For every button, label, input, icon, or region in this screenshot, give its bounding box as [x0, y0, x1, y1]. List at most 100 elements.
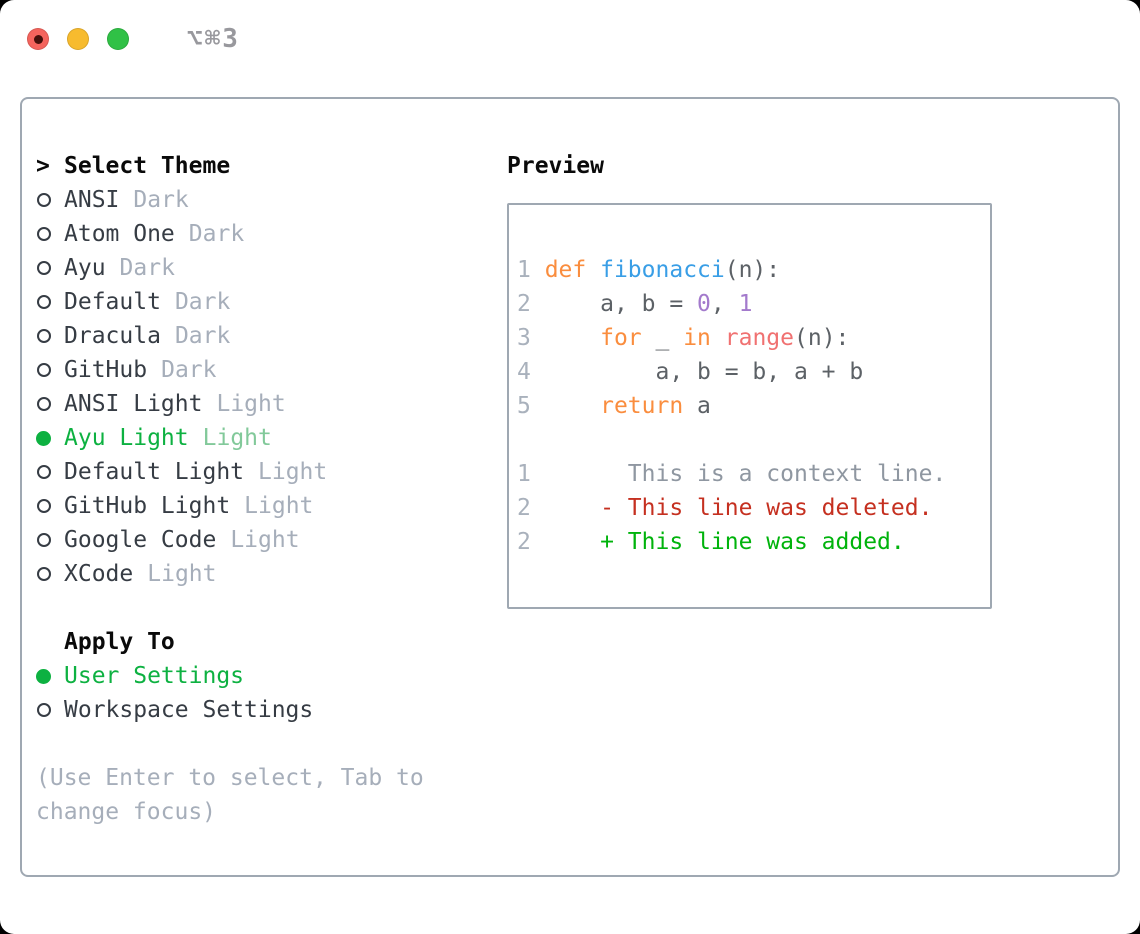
code-line: 1 def fibonacci(n): [517, 257, 781, 283]
theme-item[interactable]: Default Dark [36, 285, 488, 319]
code-line: 3 for _ in range(n): [517, 325, 850, 351]
theme-name: Dracula [64, 323, 161, 349]
radio-cell [36, 329, 64, 343]
theme-name: Ayu [64, 255, 106, 281]
radio-cell [36, 430, 64, 446]
theme-list-title: Select Theme [64, 153, 231, 179]
theme-variant-tag: Dark [133, 187, 189, 213]
theme-variant-tag: Dark [119, 255, 175, 281]
minimize-button[interactable] [67, 28, 89, 50]
radio-cell [36, 295, 64, 309]
radio-icon [37, 533, 51, 547]
radio-cell [36, 533, 64, 547]
radio-cell [36, 261, 64, 275]
line-number: 5 [517, 393, 545, 419]
theme-name: ANSI [64, 187, 120, 213]
line-number: 3 [517, 325, 545, 351]
line-number: 4 [517, 359, 545, 385]
theme-variant-tag: Dark [188, 221, 245, 247]
theme-item[interactable]: ANSI Dark [36, 183, 488, 217]
radio-icon [36, 668, 51, 684]
theme-item[interactable]: ANSI Light Light [36, 387, 488, 421]
line-number: 1 [517, 461, 545, 487]
theme-item[interactable]: GitHub Dark [36, 353, 488, 387]
code-line: 4 a, b = b, a + b [517, 359, 864, 385]
theme-name: GitHub [64, 357, 148, 383]
line-number [517, 427, 545, 453]
selector-column: > Select Theme ANSI Dark Atom One Dark A… [36, 149, 488, 875]
radio-icon [37, 227, 51, 241]
code-line: 1 This is a context line. [517, 461, 947, 487]
theme-item[interactable]: Google Code Light [36, 523, 488, 557]
radio-cell [36, 499, 64, 513]
theme-name: GitHub Light [64, 493, 231, 519]
preview-title: Preview [507, 153, 604, 179]
radio-icon [37, 397, 51, 411]
theme-variant-tag: Light [258, 459, 328, 485]
spacer [36, 591, 488, 625]
apply-to-title: Apply To [64, 629, 175, 655]
traffic-lights: ⌥⌘3 [27, 24, 240, 54]
code-line: 2 - This line was deleted. [517, 495, 933, 521]
theme-item[interactable]: Default Light Light [36, 455, 488, 489]
record-dot-icon [33, 34, 43, 44]
apply-option[interactable]: Workspace Settings [36, 693, 488, 727]
code-line: 5 return a [517, 393, 711, 419]
theme-variant-tag: Light [244, 493, 314, 519]
radio-icon [37, 193, 51, 207]
line-number: 2 [517, 291, 545, 317]
line-number: 1 [517, 257, 545, 283]
preview-column: Preview 1 def fibonacci(n):2 a, b = 0, 1… [488, 149, 1118, 875]
theme-name: XCode [64, 561, 134, 587]
theme-item[interactable]: Atom One Dark [36, 217, 488, 251]
radio-cell [36, 227, 64, 241]
radio-icon [37, 295, 51, 309]
theme-list: ANSI Dark Atom One Dark Ayu Dark Default… [36, 183, 488, 591]
radio-icon [37, 329, 51, 343]
titlebar: ⌥⌘3 [0, 0, 1140, 97]
theme-list-header: > Select Theme [36, 149, 488, 183]
radio-cell [36, 193, 64, 207]
theme-name: Atom One [64, 221, 175, 247]
line-number: 2 [517, 495, 545, 521]
radio-icon [37, 499, 51, 513]
radio-icon [37, 261, 51, 275]
theme-variant-tag: Light [216, 391, 286, 417]
apply-option-label: User Settings [64, 663, 245, 689]
theme-item[interactable]: GitHub Light Light [36, 489, 488, 523]
radio-icon [37, 703, 51, 717]
apply-option-label: Workspace Settings [64, 697, 314, 723]
radio-cell [36, 703, 64, 717]
close-button[interactable] [27, 28, 49, 50]
radio-cell [36, 668, 64, 684]
theme-item[interactable]: XCode Light [36, 557, 488, 591]
apply-to-list: User Settings Workspace Settings [36, 659, 488, 727]
radio-icon [37, 465, 51, 479]
radio-cell [36, 363, 64, 377]
apply-option[interactable]: User Settings [36, 659, 488, 693]
radio-icon [37, 567, 51, 581]
theme-item[interactable]: Dracula Dark [36, 319, 488, 353]
theme-variant-tag: Light [147, 561, 217, 587]
radio-icon [36, 430, 51, 446]
line-number: 2 [517, 529, 545, 555]
theme-variant-tag: Dark [174, 323, 231, 349]
theme-variant-tag: Light [202, 425, 272, 451]
theme-variant-tag: Dark [174, 289, 231, 315]
window-title: ⌥⌘3 [187, 24, 240, 54]
radio-icon [37, 363, 51, 377]
radio-cell [36, 465, 64, 479]
code-line [517, 423, 990, 457]
theme-variant-tag: Light [230, 527, 300, 553]
code-line: 2 + This line was added. [517, 529, 905, 555]
maximize-button[interactable] [107, 28, 129, 50]
theme-name: Google Code [64, 527, 217, 553]
theme-item[interactable]: Ayu Dark [36, 251, 488, 285]
radio-cell [36, 397, 64, 411]
theme-name: Ayu Light [64, 425, 189, 451]
theme-item[interactable]: Ayu Light Light [36, 421, 488, 455]
cursor-caret-icon: > [36, 153, 50, 179]
